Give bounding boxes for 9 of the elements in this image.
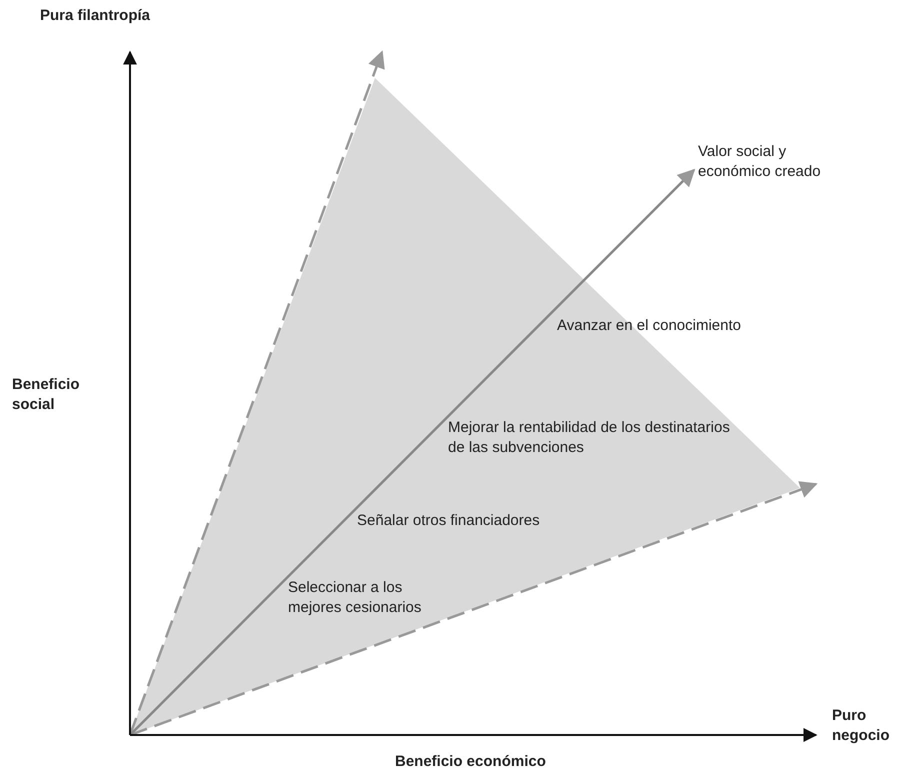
axis-label: Beneficio social <box>12 375 81 415</box>
arrow-label: Valor social y económico creado <box>698 142 822 182</box>
region-label: Avanzar en el conocimiento <box>557 316 741 336</box>
region-label: Señalar otros financiadores <box>357 511 540 531</box>
region-label: Mejorar la rentabilidad de los destinatarios de las subvenciones <box>448 418 731 458</box>
axis-label: Pura filantropía <box>40 6 150 26</box>
axis-label: Beneficio económico <box>395 752 546 772</box>
axis-label: Puro negocio <box>832 706 891 746</box>
region-label: Seleccionar a los mejores cesionarios <box>288 578 422 618</box>
